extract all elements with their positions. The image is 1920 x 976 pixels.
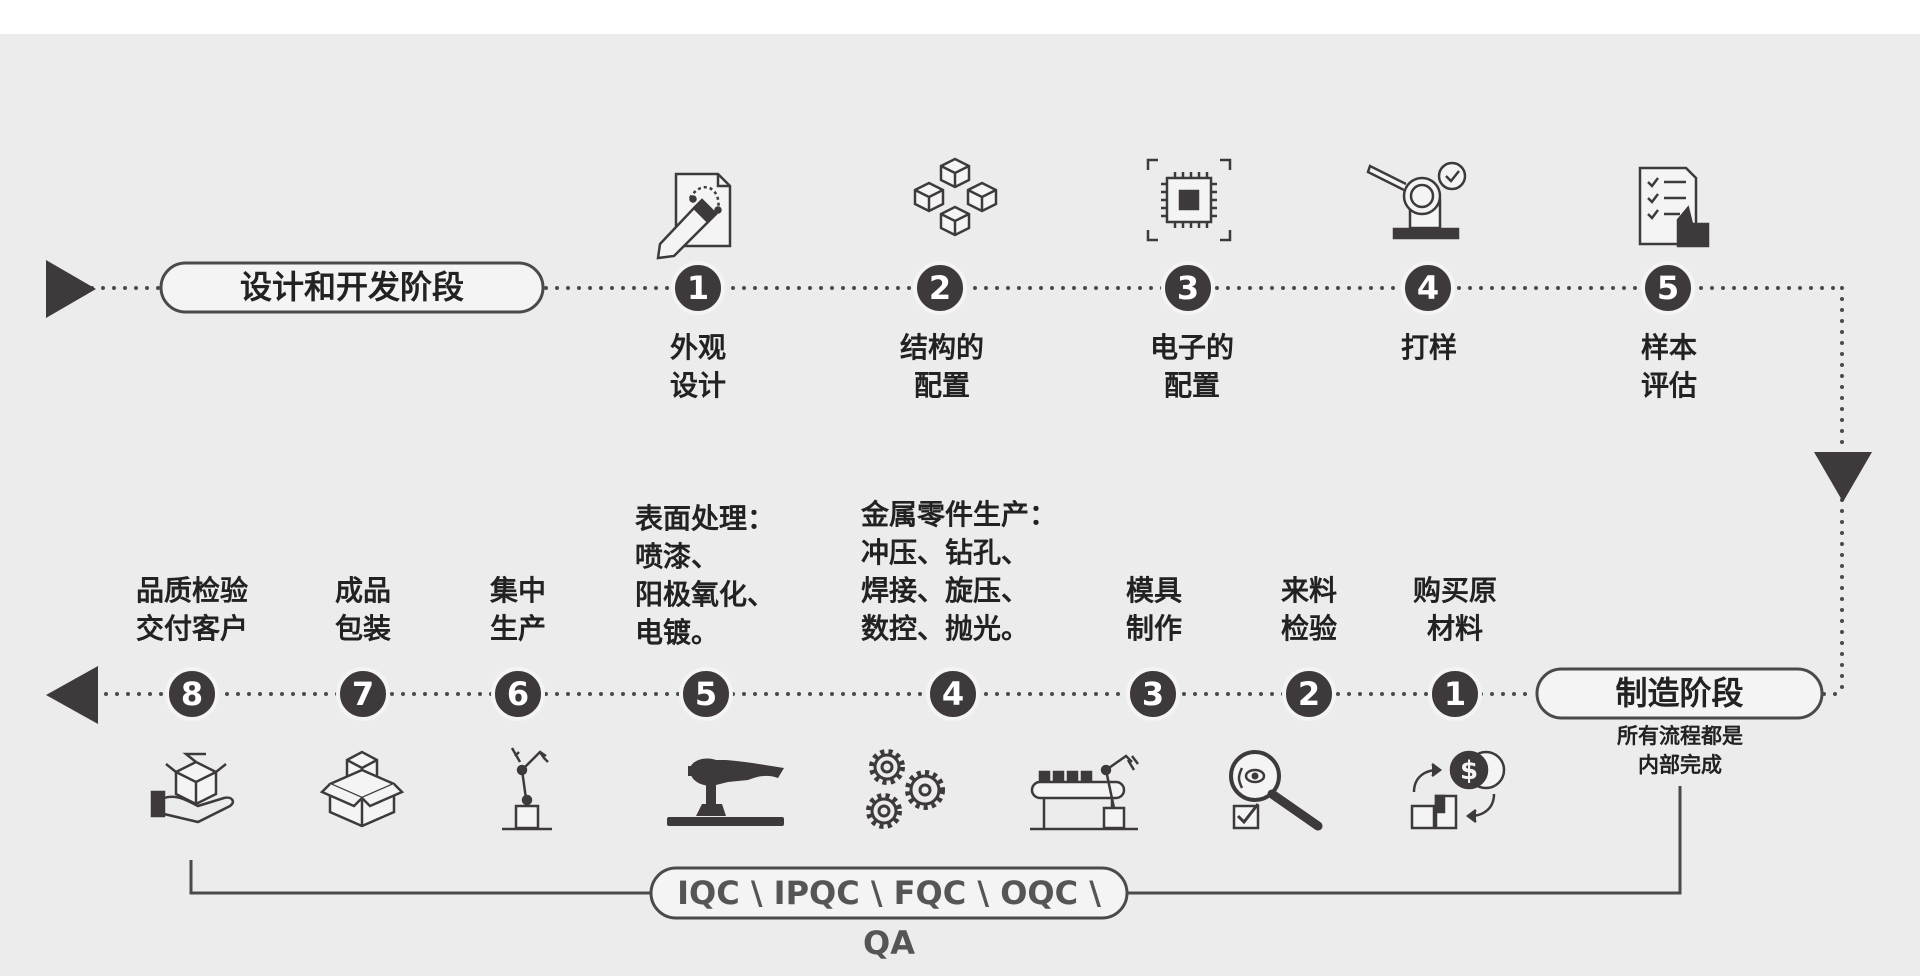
start-arrow-icon <box>46 260 96 318</box>
manufacturing-step-number-8: 8 <box>181 675 203 713</box>
manufacturing-step-number-1: 1 <box>1444 675 1466 713</box>
manufacturing-step-circle-7 <box>336 667 390 721</box>
checklist-hand-icon <box>1638 166 1710 248</box>
manufacturing-step-number-4: 4 <box>942 675 964 713</box>
design-step-number-1: 1 <box>687 269 709 307</box>
manufacturing-step-circle-5 <box>679 667 733 721</box>
manufacturing-step-circles: 1 2 3 4 5 6 7 8 <box>165 667 1482 721</box>
manufacturing-step-circle-3 <box>1126 667 1180 721</box>
design-step-number-4: 4 <box>1417 269 1439 307</box>
manufacturing-stage-pill <box>1535 667 1824 720</box>
manufacturing-step-circle-6 <box>491 667 545 721</box>
design-step-number-3: 3 <box>1177 269 1199 307</box>
gears-icon <box>866 749 945 829</box>
manufacturing-step-number-5: 5 <box>695 675 717 713</box>
manufacturing-step-label: 表面处理： 喷漆、 阳极氧化、 电镀。 <box>635 502 776 649</box>
diagram-background <box>0 34 1920 976</box>
qc-bracket-line <box>189 786 1682 895</box>
manufacturing-step-number-2: 2 <box>1298 675 1320 713</box>
design-step-circle-1 <box>671 261 725 315</box>
design-step-circle-5 <box>1641 261 1695 315</box>
manufacturing-step-circle-4 <box>926 667 980 721</box>
manufacturing-step-circle-2 <box>1282 667 1336 721</box>
design-step-circle-3 <box>1161 261 1215 315</box>
manufacturing-step-label: 品质检验 交付客户 <box>135 574 249 645</box>
design-pen-icon <box>656 172 732 260</box>
chip-icon <box>1146 158 1232 242</box>
design-step-number-2: 2 <box>929 269 951 307</box>
svg-text:$: $ <box>1460 756 1478 786</box>
magnifier-inspect-icon <box>1229 750 1323 831</box>
design-step-circle-2 <box>913 261 967 315</box>
design-step-number-5: 5 <box>1657 269 1679 307</box>
manufacturing-step-label: 来料 检验 <box>1280 574 1338 645</box>
spray-gun-icon <box>667 758 784 826</box>
manufacturing-step-label: 集中 生产 <box>489 574 547 645</box>
robot-arm-icon <box>502 747 552 831</box>
design-step-circles: 1 2 3 4 5 <box>671 261 1695 315</box>
design-step-label: 外观 设计 <box>669 331 727 402</box>
conveyor-robot-icon <box>1030 754 1139 831</box>
manufacturing-step-label: 模具 制作 <box>1125 574 1183 645</box>
manufacturing-stage-title: 制造阶段 <box>1615 674 1744 712</box>
manufacturing-step-circle-8 <box>165 667 219 721</box>
qc-label: IQC \ IPQC \ FQC \ OQC \ QA <box>677 874 1101 962</box>
design-step-label: 打样 <box>1400 331 1458 364</box>
delivery-box-hand-icon <box>150 752 235 824</box>
prototype-inspect-icon <box>1366 161 1467 240</box>
manufacturing-step-label: 购买原 材料 <box>1412 574 1498 645</box>
boxes-icon <box>319 750 405 828</box>
cubes-structure-icon <box>913 157 998 237</box>
in-house-note: 所有流程都是 内部完成 <box>1617 724 1743 777</box>
purchase-material-icon: $ <box>1410 750 1506 830</box>
manufacturing-step-label: 金属零件生产： 冲压、钻孔、 焊接、旋压、 数控、抛光。 <box>861 498 1058 645</box>
manufacturing-step-label: 成品 包装 <box>334 574 392 645</box>
qc-pill <box>649 866 1129 920</box>
down-arrow-icon <box>1814 452 1872 502</box>
manufacturing-step-circle-1 <box>1428 667 1482 721</box>
design-step-label: 电子的 配置 <box>1149 331 1235 402</box>
design-step-label: 样本 评估 <box>1640 331 1698 402</box>
manufacturing-step-number-3: 3 <box>1142 675 1164 713</box>
design-stage-pill <box>159 261 545 314</box>
design-stage-title: 设计和开发阶段 <box>239 268 464 306</box>
design-step-circle-4 <box>1401 261 1455 315</box>
manufacturing-step-number-6: 6 <box>507 675 529 713</box>
design-step-label: 结构的 配置 <box>899 331 985 402</box>
end-arrow-icon <box>46 666 98 724</box>
manufacturing-step-number-7: 7 <box>352 675 374 713</box>
